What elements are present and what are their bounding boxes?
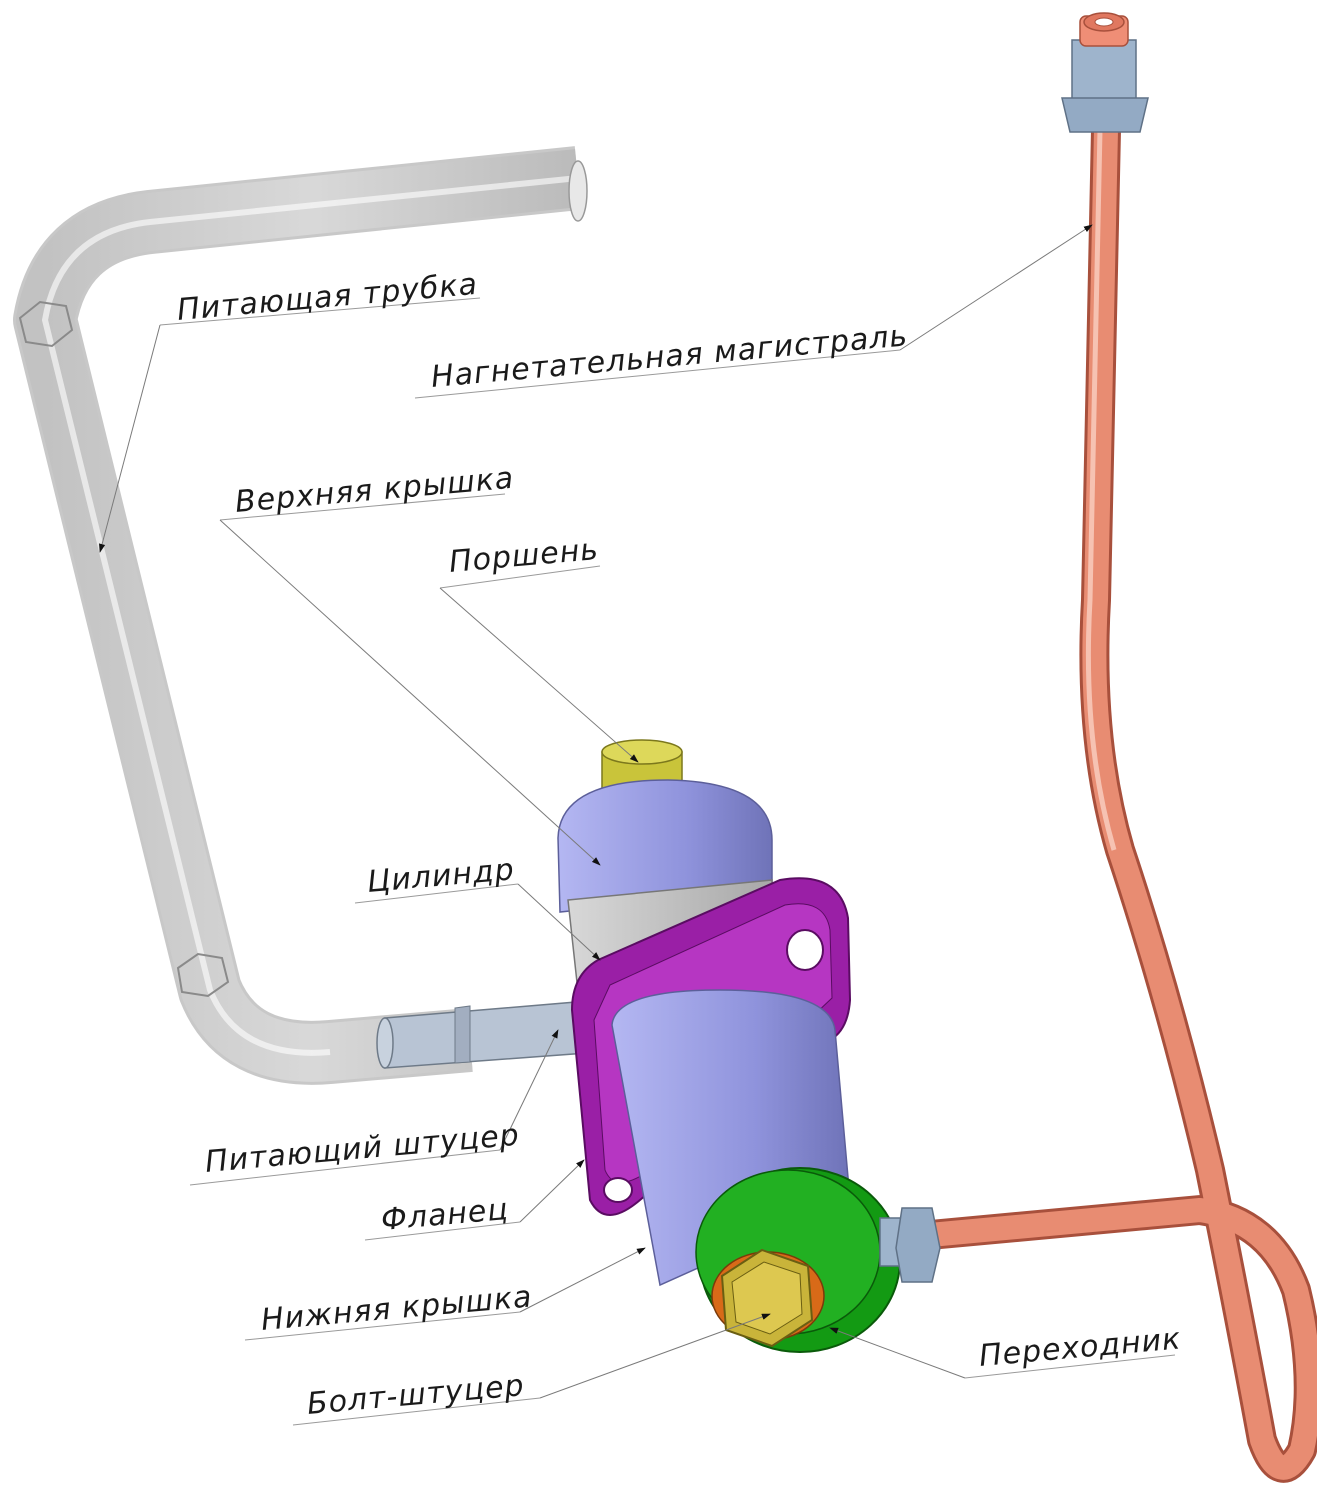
label-piston: Поршень bbox=[448, 532, 601, 580]
label-flange: Фланец bbox=[380, 1192, 510, 1238]
label-banjo-bolt: Болт-штуцер bbox=[306, 1368, 526, 1422]
label-discharge-line: Нагнетательная магистраль bbox=[430, 318, 910, 395]
label-adapter: Переходник bbox=[978, 1321, 1183, 1374]
label-feed-fitting: Питающий штуцер bbox=[204, 1118, 521, 1180]
banjo-bolt bbox=[711, 1248, 825, 1348]
label-feed-tube: Питающая трубка bbox=[176, 267, 480, 328]
label-bottom-cover: Нижняя крышка bbox=[260, 1279, 534, 1338]
leader-lines bbox=[99, 224, 1176, 1426]
top-cover bbox=[557, 779, 773, 913]
label-cylinder: Цилиндр bbox=[366, 852, 516, 900]
feed-tube bbox=[13, 146, 588, 1085]
discharge-line bbox=[915, 115, 1317, 1483]
top-union-nut bbox=[1061, 12, 1149, 133]
right-union-nut bbox=[879, 1207, 941, 1283]
label-top-cover: Верхняя крышка bbox=[234, 461, 516, 520]
feed-fitting bbox=[376, 999, 601, 1069]
